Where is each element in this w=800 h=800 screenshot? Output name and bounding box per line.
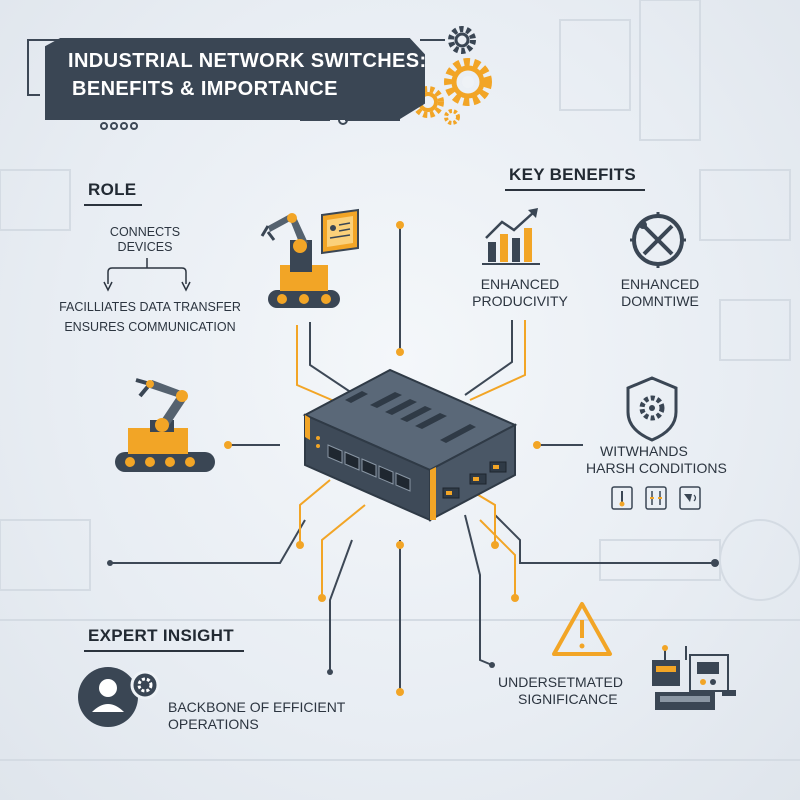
role-data-transfer: FACILLIATES DATA TRANSFER xyxy=(59,300,241,314)
bar-chart-icon xyxy=(482,208,540,265)
key-benefits-underline xyxy=(505,189,645,191)
role-connects-line1: CONNECTS xyxy=(109,225,181,239)
benefit-downtime-line2: DOMNTIWE xyxy=(621,293,699,309)
role-communication: ENSURES COMMUNICATION xyxy=(64,320,236,334)
wrench-screwdriver-icon xyxy=(630,212,686,268)
expert-insight-heading: EXPERT INSIGHT xyxy=(88,626,234,645)
role-split-arrows xyxy=(103,258,191,292)
expert-insight-line1: BACKBONE OF EFFICIENT xyxy=(168,699,346,715)
role-heading-underline xyxy=(84,204,142,206)
key-benefits-heading: KEY BENEFITS xyxy=(509,165,637,184)
connector-lines xyxy=(110,225,715,692)
title-line-1: INDUSTRIAL NETWORK SWITCHES: xyxy=(68,50,427,72)
machine-icon xyxy=(652,645,736,710)
gear-icon xyxy=(412,26,492,125)
vibration-icon xyxy=(645,486,667,510)
connector-dots xyxy=(107,221,719,696)
title-line-2: BENEFITS & IMPORTANCE xyxy=(72,78,338,100)
warning-line2: SIGNIFICANCE xyxy=(518,691,618,707)
person-gear-icon xyxy=(78,667,160,727)
network-switch-icon xyxy=(302,368,518,522)
benefit-downtime-line1: ENHANCED xyxy=(620,276,700,292)
warning-line1: UNDERSETMATED xyxy=(498,674,623,690)
role-heading: ROLE xyxy=(88,180,137,199)
role-connects-line2: DEVICES xyxy=(117,240,173,254)
warning-icon xyxy=(552,602,612,656)
thermometer-icon xyxy=(611,486,633,510)
expert-insight-line2: OPERATIONS xyxy=(168,716,259,732)
expert-insight-underline xyxy=(84,650,244,652)
title-frame xyxy=(27,39,445,130)
benefit-productivity-line2: PRODUCIVITY xyxy=(472,293,568,309)
robot-arm-icon xyxy=(115,378,215,472)
benefit-harsh-line1: WITWHANDS xyxy=(600,443,688,459)
shield-gear-icon xyxy=(626,376,678,442)
robot-arm-icon xyxy=(260,213,340,308)
monitor-icon xyxy=(321,208,359,255)
dust-icon xyxy=(679,486,701,510)
benefit-harsh-line2: HARSH CONDITIONS xyxy=(586,460,727,476)
title-banner xyxy=(45,38,425,120)
benefit-productivity-line1: ENHANCED xyxy=(480,276,560,292)
